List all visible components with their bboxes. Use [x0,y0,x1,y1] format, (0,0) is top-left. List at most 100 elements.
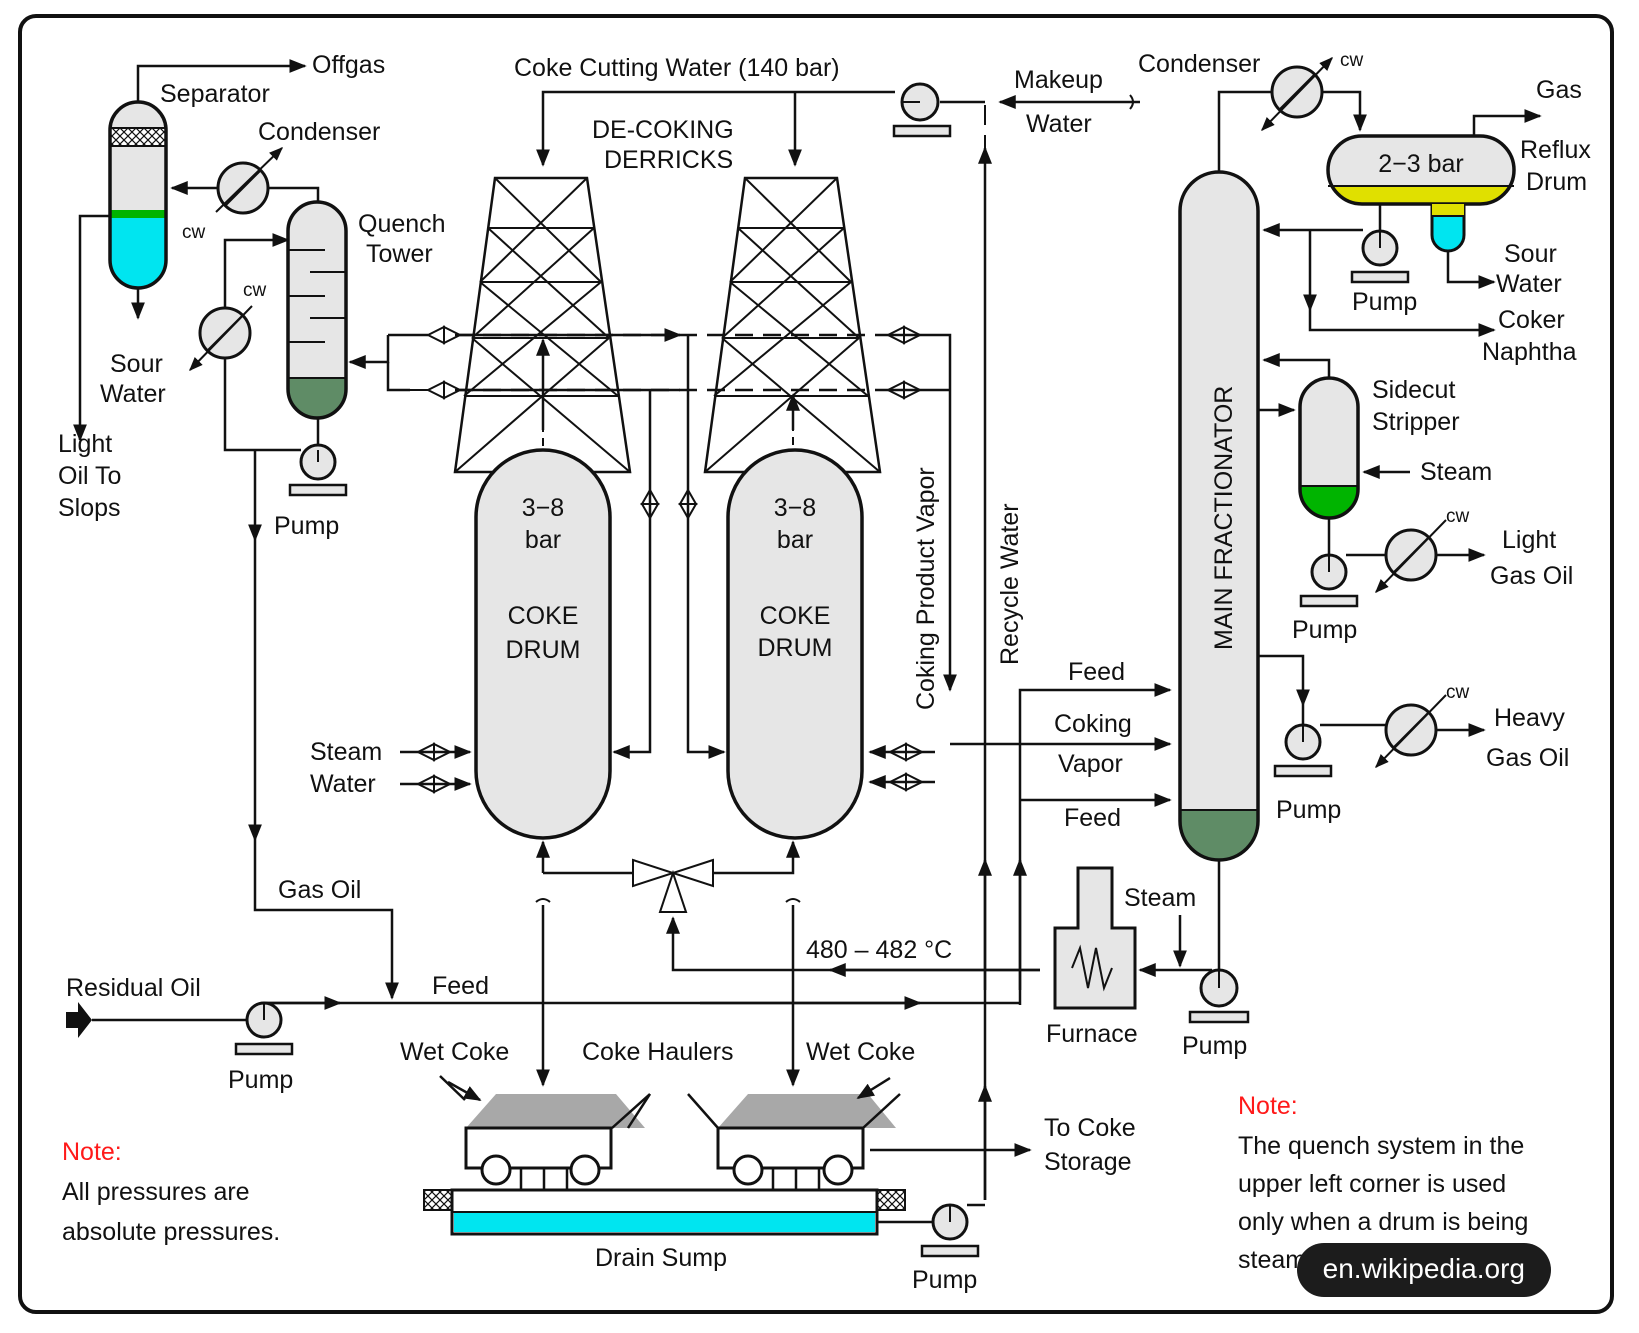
label-sour-right: Sour [1504,240,1557,268]
label-water-drum: Water [310,770,376,798]
label-naphtha: Naphtha [1482,338,1577,366]
label-coke-haulers: Coke Haulers [582,1038,733,1066]
quench-pump [288,443,348,497]
label-cw-light-gas-oil: cw [1446,506,1470,527]
label-light-oil: Light [58,430,112,458]
quench-tower [286,200,348,420]
label-furnace: Furnace [1046,1020,1138,1048]
source-watermark: en.wikipedia.org [1296,1243,1551,1297]
label-tower: Tower [366,240,433,268]
label-condenser-left: Condenser [258,118,380,146]
label-feed-bottom: Feed [1064,804,1121,832]
label-pump-sidecut: Pump [1292,616,1357,644]
derrick-left [453,176,632,474]
coke-hauler-right [687,1093,901,1186]
label-heavy-gas-oil-2: Gas Oil [1486,744,1569,772]
label-reflux-pressure: 2−3 bar [1378,150,1464,178]
note-right-line3: only when a drum is being [1238,1208,1528,1236]
label-pump-residual: Pump [228,1066,293,1094]
label-quench: Quench [358,210,446,238]
reflux-drum [1326,134,1516,253]
reflux-pump [1350,229,1410,284]
light-gas-oil-cooler [1375,519,1447,594]
label-makeup-water: Water [1026,110,1092,138]
label-pump-quench: Pump [274,512,339,540]
label-vapor: Vapor [1058,750,1123,778]
label-residual-oil: Residual Oil [66,974,201,1002]
label-drum-right-pressure: 3−8 [774,494,816,522]
label-pump-bottom: Pump [1182,1032,1247,1060]
label-water-left: Water [100,380,166,408]
sidecut-stripper [1298,376,1360,520]
label-coker: Coker [1498,306,1565,334]
note-right-heading: Note: [1238,1092,1298,1120]
left-condenser [215,147,284,215]
label-gas-oil-left: Gas Oil [278,876,361,904]
right-condenser [1261,56,1333,132]
label-pump-heavy: Pump [1276,796,1341,824]
label-temperature: 480 – 482 °C [806,936,952,964]
coke-drum-right [726,448,864,840]
heavy-gas-oil-cooler [1375,694,1447,769]
furnace [1053,866,1137,1010]
label-light-gas-oil-2: Gas Oil [1490,562,1573,590]
label-main-fractionator: MAIN FRACTIONATOR [1210,386,1238,650]
label-wet-coke-right: Wet Coke [806,1038,915,1066]
label-offgas: Offgas [312,51,385,79]
label-wet-coke-left: Wet Coke [400,1038,509,1066]
derrick-right [703,176,882,474]
makeup-pump [892,82,952,138]
label-drum-left-coke: COKE [508,602,579,630]
label-steam-left: Steam [310,738,382,766]
main-fractionator [1178,170,1260,862]
label-gas: Gas [1536,76,1582,104]
sidecut-pump [1299,553,1359,608]
label-drum-left-drum: DRUM [506,636,581,664]
label-derricks: DERRICKS [604,146,733,174]
label-drum-left-bar: bar [525,526,561,554]
label-makeup: Makeup [1014,66,1103,94]
label-reflux-drum: Drum [1526,168,1587,196]
fractionator-bottom-pump [1188,968,1250,1024]
label-pump-sump: Pump [912,1266,977,1294]
label-coking-product-vapor: Coking Product Vapor [912,467,940,710]
label-light-gas-oil: Light [1502,526,1556,554]
label-heavy: Heavy [1494,704,1565,732]
label-oil-to: Oil To [58,462,121,490]
quench-cooler [189,305,253,372]
label-cw-heavy-gas-oil: cw [1446,682,1470,703]
label-separator: Separator [160,80,270,108]
label-water-right: Water [1496,270,1562,298]
note-right-line1: The quench system in the [1238,1132,1524,1160]
label-sidecut: Sidecut [1372,376,1455,404]
label-coke-cutting-water: Coke Cutting Water (140 bar) [514,54,840,82]
label-drum-right-drum: DRUM [758,634,833,662]
label-slops: Slops [58,494,121,522]
label-steam-furnace: Steam [1124,884,1196,912]
label-drum-left-pressure: 3−8 [522,494,564,522]
label-sour-left: Sour [110,350,163,378]
separator-vessel [108,100,168,290]
sump-pump [920,1203,980,1258]
label-feed-top: Feed [1068,658,1125,686]
label-drum-right-bar: bar [777,526,813,554]
note-left-heading: Note: [62,1138,122,1166]
label-cw-quench: cw [243,280,267,301]
label-steam-stripper: Steam [1420,458,1492,486]
residual-oil-pump [234,1001,294,1056]
label-drain-sump: Drain Sump [595,1244,727,1272]
coke-drum-left [474,448,612,840]
label-coking: Coking [1054,710,1132,738]
heavy-gas-oil-pump [1273,723,1333,778]
label-to-coke: To Coke [1044,1114,1136,1142]
note-right-line2: upper left corner is used [1238,1170,1506,1198]
label-cw-condenser-right: cw [1340,50,1364,71]
label-feed-residual: Feed [432,972,489,1000]
note-left-line2: absolute pressures. [62,1218,280,1246]
label-recycle-water: Recycle Water [996,503,1024,665]
label-reflux: Reflux [1520,136,1591,164]
note-left-line1: All pressures are [62,1178,250,1206]
label-stripper: Stripper [1372,408,1460,436]
drain-sump [423,1188,906,1236]
